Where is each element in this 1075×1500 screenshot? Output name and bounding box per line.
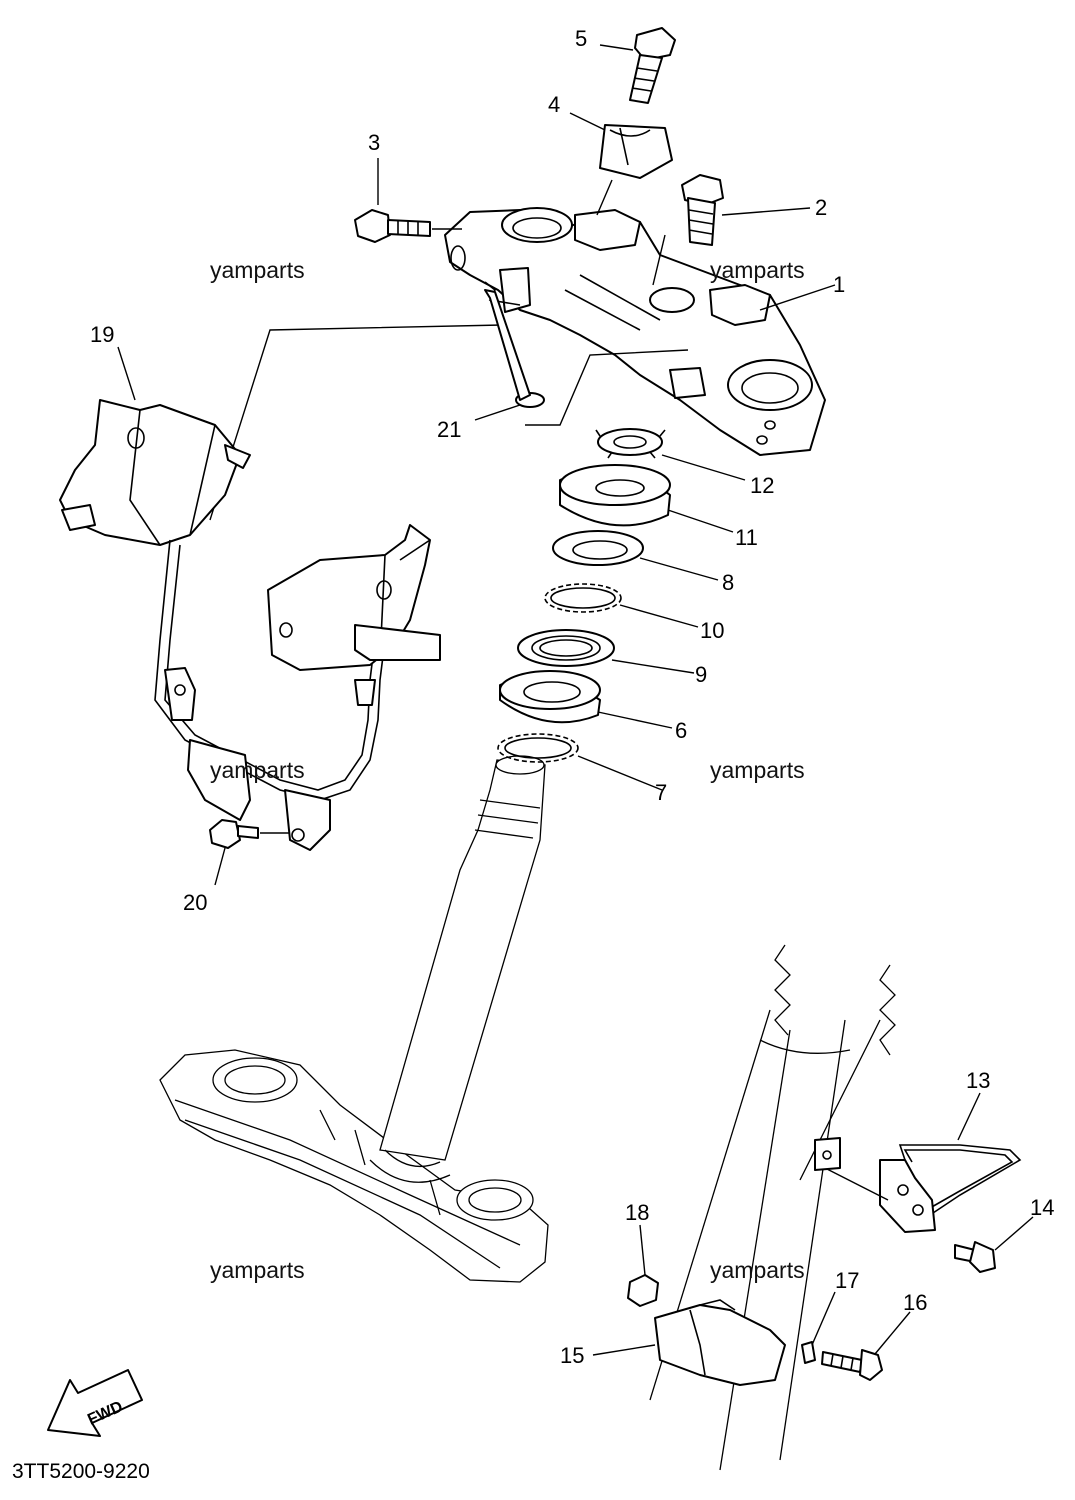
callout-19: 19	[90, 322, 114, 347]
upper-bracket	[444, 207, 826, 456]
fork-tab	[814, 1137, 841, 1171]
callout-labels: 1 2 3 4 5 6 7 8 9 10 11 12 13 14 15 16 1…	[90, 26, 1054, 1368]
bolt-20	[209, 819, 259, 849]
centerline	[824, 1167, 889, 1201]
callout-5: 5	[575, 26, 587, 51]
callout-21: 21	[437, 417, 461, 442]
callout-10: 10	[700, 618, 724, 643]
steering-stem	[369, 755, 546, 1183]
cable-holder-15	[654, 1299, 786, 1386]
nut-18	[627, 1274, 659, 1307]
handlebar-holder	[599, 124, 673, 179]
callout-11: 11	[735, 525, 758, 550]
race-8	[552, 530, 644, 566]
centerline	[652, 234, 666, 286]
callout-18: 18	[625, 1200, 649, 1225]
collar-17	[801, 1341, 816, 1364]
callout-1: 1	[833, 272, 845, 297]
watermarks: yamparts yamparts yamparts yamparts yamp…	[210, 257, 805, 1283]
watermark: yamparts	[710, 757, 805, 783]
bolt-16	[821, 1349, 883, 1381]
stay-21	[484, 281, 545, 408]
watermark: yamparts	[710, 257, 805, 283]
bolt-14	[954, 1241, 996, 1273]
callout-7: 7	[655, 780, 667, 805]
fork-tube	[649, 944, 896, 1471]
callout-17: 17	[835, 1268, 859, 1293]
lower-bracket	[159, 1049, 549, 1283]
washer-11	[559, 464, 671, 527]
centerline	[525, 349, 689, 426]
drawing-code: 3TT5200-9220	[12, 1460, 150, 1483]
callout-15: 15	[560, 1343, 584, 1368]
callout-3: 3	[368, 130, 380, 155]
hose-guide-13	[879, 1144, 1022, 1233]
fwd-arrow: FWD	[47, 1369, 143, 1437]
ball-7	[497, 733, 579, 763]
callout-8: 8	[722, 570, 734, 595]
leader-lines	[117, 44, 1034, 1356]
callout-6: 6	[675, 718, 687, 743]
bolt-5	[629, 27, 676, 104]
bolt-2	[681, 174, 724, 246]
callout-9: 9	[695, 662, 707, 687]
centerline	[596, 179, 613, 216]
callout-2: 2	[815, 195, 827, 220]
watermark: yamparts	[210, 1257, 305, 1283]
callout-14: 14	[1030, 1195, 1054, 1220]
meter-bracket	[59, 399, 441, 851]
watermark: yamparts	[710, 1257, 805, 1283]
bolt-3	[354, 209, 431, 243]
callout-20: 20	[183, 890, 207, 915]
watermark: yamparts	[210, 757, 305, 783]
ring-nut-12	[595, 428, 666, 459]
callout-4: 4	[548, 92, 560, 117]
ball-10	[544, 583, 622, 613]
race-6	[499, 670, 601, 724]
callout-12: 12	[750, 473, 774, 498]
callout-16: 16	[903, 1290, 927, 1315]
watermark: yamparts	[210, 257, 305, 283]
callout-13: 13	[966, 1068, 990, 1093]
bearing-9	[517, 629, 615, 667]
